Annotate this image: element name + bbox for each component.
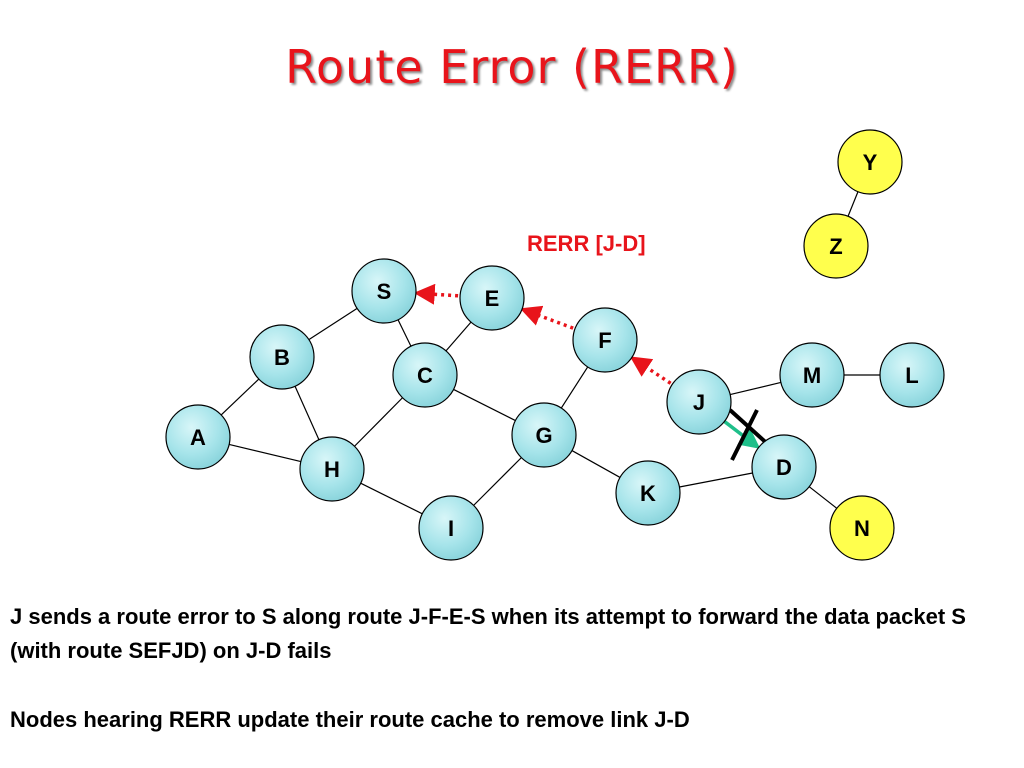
link-E-C bbox=[445, 321, 472, 352]
node-K: K bbox=[615, 460, 681, 526]
node-label: D bbox=[776, 455, 792, 480]
node-circle bbox=[511, 402, 577, 468]
link-Y-Z bbox=[847, 191, 859, 217]
link-C-H bbox=[354, 397, 403, 447]
links-layer bbox=[220, 191, 880, 515]
link-S-C bbox=[397, 319, 412, 347]
node-circle bbox=[165, 404, 231, 470]
node-circle bbox=[779, 342, 845, 408]
node-label: K bbox=[640, 481, 656, 506]
node-label: A bbox=[190, 425, 206, 450]
node-H: H bbox=[299, 436, 365, 502]
node-circle bbox=[803, 213, 869, 279]
rerr-arrow-J-F bbox=[629, 356, 672, 385]
node-label: F bbox=[598, 328, 611, 353]
node-D: D bbox=[751, 434, 817, 500]
node-G: G bbox=[511, 402, 577, 468]
node-label: C bbox=[417, 363, 433, 388]
node-Z: Z bbox=[803, 213, 869, 279]
node-label: N bbox=[854, 516, 870, 541]
node-label: S bbox=[377, 279, 392, 304]
node-circle bbox=[829, 495, 895, 561]
node-J: J bbox=[666, 369, 732, 435]
link-C-G bbox=[453, 388, 516, 422]
link-S-B bbox=[308, 307, 358, 341]
node-label: Y bbox=[863, 150, 878, 175]
link-B-H bbox=[294, 385, 320, 441]
node-circle bbox=[615, 460, 681, 526]
node-C: C bbox=[392, 342, 458, 408]
link-B-A bbox=[220, 378, 260, 416]
node-circle bbox=[299, 436, 365, 502]
node-M: M bbox=[779, 342, 845, 408]
node-circle bbox=[666, 369, 732, 435]
node-A: A bbox=[165, 404, 231, 470]
node-circle bbox=[572, 307, 638, 373]
node-Y: Y bbox=[837, 129, 903, 195]
node-label: E bbox=[485, 286, 500, 311]
node-label: M bbox=[803, 363, 821, 388]
link-G-K bbox=[571, 450, 621, 478]
link-G-I bbox=[473, 457, 522, 506]
link-D-N bbox=[808, 486, 838, 509]
node-circle bbox=[879, 342, 945, 408]
node-circle bbox=[751, 434, 817, 500]
node-label: Z bbox=[829, 234, 842, 259]
slide-title: Route Error (RERR) bbox=[285, 40, 739, 94]
caption-line-1: J sends a route error to S along route J… bbox=[10, 604, 966, 663]
link-J-M bbox=[729, 381, 782, 396]
node-B: B bbox=[249, 324, 315, 390]
node-L: L bbox=[879, 342, 945, 408]
node-F: F bbox=[572, 307, 638, 373]
node-S: S bbox=[351, 258, 417, 324]
link-G-F bbox=[560, 366, 589, 409]
node-I: I bbox=[418, 495, 484, 561]
caption-line-2: Nodes hearing RERR update their route ca… bbox=[10, 707, 690, 732]
node-label: H bbox=[324, 457, 340, 482]
node-circle bbox=[418, 495, 484, 561]
node-label: G bbox=[535, 423, 552, 448]
node-E: E bbox=[459, 265, 525, 331]
link-H-I bbox=[360, 482, 423, 515]
network-diagram: S E F B C A H G I K J D M L Y Z N RERR [J-D] bbox=[165, 129, 945, 561]
rerr-arrow-E-S bbox=[413, 283, 459, 305]
link-A-H bbox=[228, 443, 302, 463]
node-circle bbox=[351, 258, 417, 324]
node-circle bbox=[249, 324, 315, 390]
link-K-D bbox=[679, 472, 753, 488]
rerr-label: RERR [J-D] bbox=[527, 231, 646, 256]
node-label: I bbox=[448, 516, 454, 541]
node-circle bbox=[837, 129, 903, 195]
node-label: L bbox=[905, 363, 918, 388]
rerr-arrow-F-E bbox=[519, 305, 574, 330]
node-circle bbox=[459, 265, 525, 331]
node-circle bbox=[392, 342, 458, 408]
node-N: N bbox=[829, 495, 895, 561]
broken-link-J-D bbox=[723, 420, 761, 449]
node-label: J bbox=[693, 390, 705, 415]
nodes-layer: S E F B C A H G I K J D M L Y Z N bbox=[165, 129, 945, 561]
node-label: B bbox=[274, 345, 290, 370]
